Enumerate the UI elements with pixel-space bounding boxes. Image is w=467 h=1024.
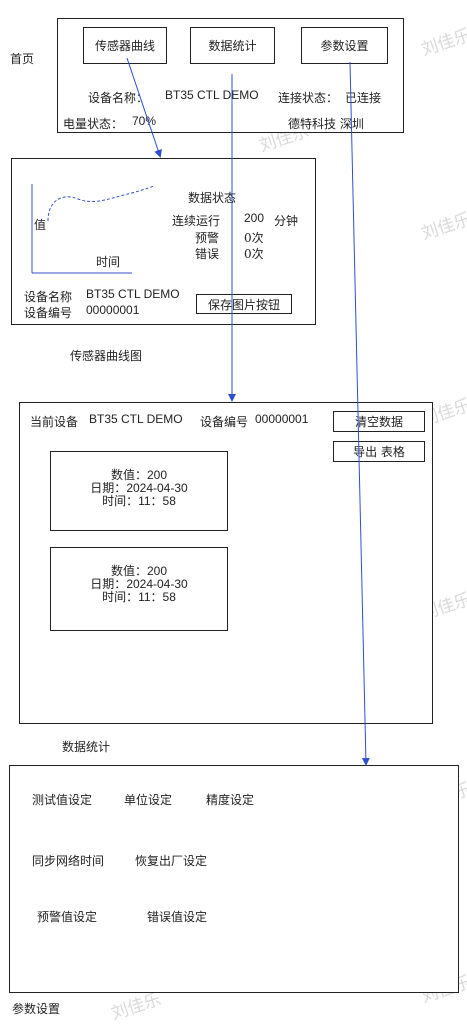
warn-value: 0次 [244,231,264,245]
warning-value-setting[interactable]: 预警值设定 [37,910,98,924]
sync-network-time[interactable]: 同步网络时间 [32,854,105,868]
clear-data-button[interactable]: 清空数据 [333,411,425,432]
stats-device-name: BT35 CTL DEMO [89,412,183,426]
sensor-device-name-value: BT35 CTL DEMO [86,287,180,301]
run-unit: 分钟 [274,214,299,228]
sensor-curve-button[interactable]: 传感器曲线 [83,27,167,64]
params-caption: 参数设置 [12,1002,61,1016]
connection-label: 连接状态： [278,91,339,105]
battery-value: 70% [132,114,157,128]
data-stats-button[interactable]: 数据统计 [190,27,275,64]
sensor-curve-line [47,185,155,222]
sensor-device-no-value: 00000001 [86,303,140,317]
battery-label: 电量状态： [63,117,124,131]
stats-caption: 数据统计 [62,740,111,754]
company-label: 德特科技 深圳 [288,117,364,131]
sensor-device-no-label: 设备编号 [24,306,73,320]
connection-value: 已连接 [345,91,382,105]
record-value-line: 数值：200 [110,564,168,578]
error-value: 0次 [244,247,264,261]
sensor-curve-screen: 值 时间 数据状态 连续运行 200 分钟 预警 0次 错误 0次 设备名称 B… [11,158,316,325]
watermark: 刘佳乐 [418,25,467,61]
record-date-line: 日期：2024-04-30 [90,577,188,591]
save-image-button[interactable]: 保存图片按钮 [196,294,292,314]
unit-setting[interactable]: 单位设定 [124,793,173,807]
error-label: 错误 [195,247,220,261]
export-table-button[interactable]: 导出 表格 [333,441,425,462]
x-axis-label: 时间 [96,255,121,269]
status-title: 数据状态 [188,191,237,205]
test-value-setting[interactable]: 测试值设定 [32,793,93,807]
param-settings-screen: 测试值设定 单位设定 精度设定 同步网络时间 恢复出厂设定 预警值设定 错误值设… [9,765,459,993]
watermark: 刘佳乐 [418,209,467,245]
error-value-setting[interactable]: 错误值设定 [147,910,208,924]
run-value: 200 [244,211,265,225]
curve-plot [31,184,155,274]
run-label: 连续运行 [172,214,221,228]
data-stats-screen: 当前设备 BT35 CTL DEMO 设备编号 00000001 清空数据 导出… [19,402,433,724]
y-axis-label: 值 [34,218,47,232]
factory-reset[interactable]: 恢复出厂设定 [135,854,208,868]
current-device-label: 当前设备 [30,415,79,429]
home-side-label: 首页 [10,52,35,66]
home-screen: 传感器曲线 数据统计 参数设置 设备名称： BT35 CTL DEMO 连接状态… [57,18,404,133]
sensor-device-name-label: 设备名称 [24,290,73,304]
param-settings-button[interactable]: 参数设置 [301,27,388,64]
record-time-line: 时间：11：58 [102,494,176,508]
stats-device-no-label: 设备编号 [200,415,249,429]
stats-device-no: 00000001 [255,412,309,426]
data-record-card: 数值：200 日期：2024-04-30 时间：11：58 [50,547,228,631]
device-name-value: BT35 CTL DEMO [165,88,259,102]
device-name-label: 设备名称： [88,91,149,105]
record-time-line: 时间：11：58 [102,590,176,604]
data-record-card: 数值：200 日期：2024-04-30 时间：11：58 [50,451,228,531]
precision-setting[interactable]: 精度设定 [206,793,255,807]
record-value-line: 数值：200 [110,468,168,482]
warn-label: 预警 [195,231,220,245]
sensor-caption: 传感器曲线图 [70,349,143,363]
record-date-line: 日期：2024-04-30 [90,481,188,495]
